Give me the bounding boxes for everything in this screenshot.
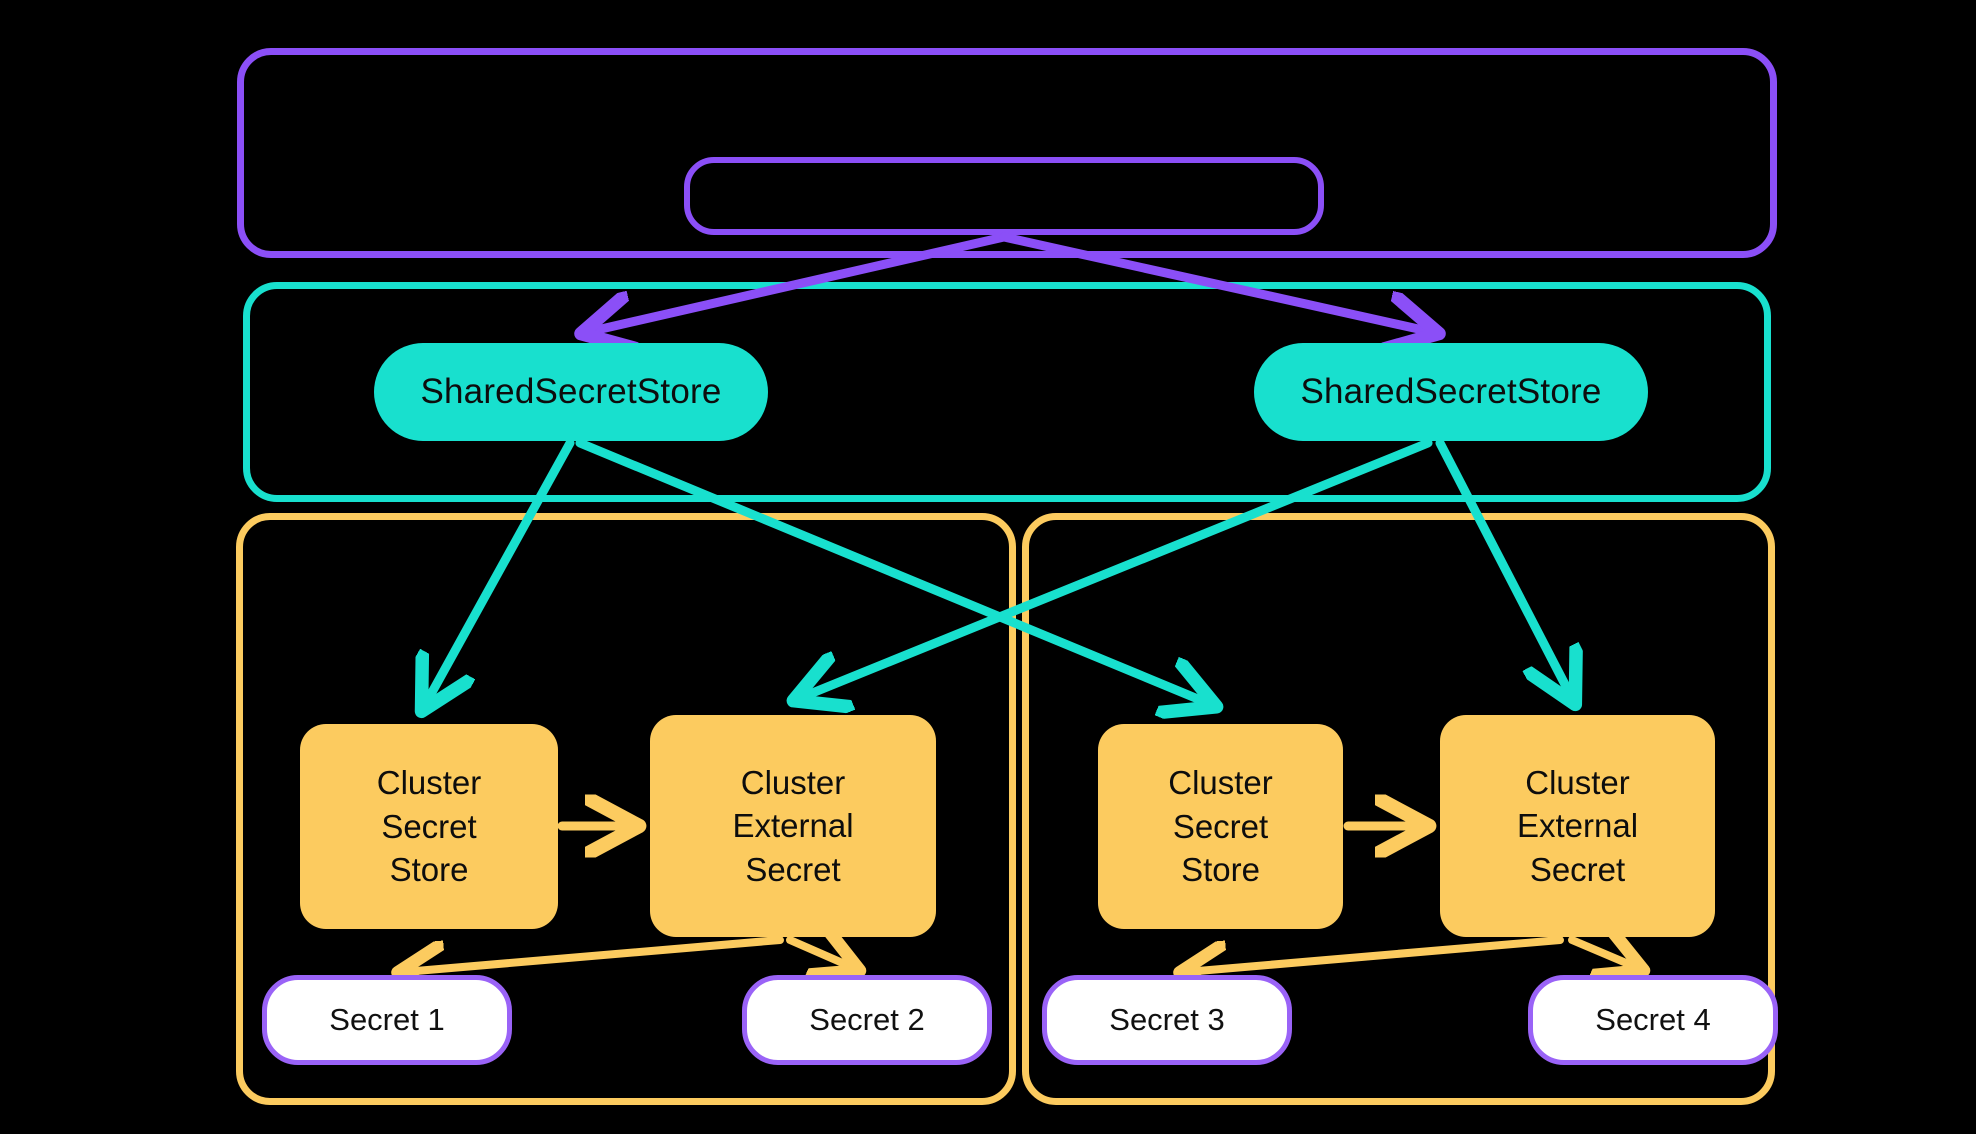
root-capsule-node[interactable]: [684, 157, 1324, 235]
node-secret-2[interactable]: Secret 2: [742, 975, 992, 1065]
node-cluster-external-secret-right[interactable]: Cluster External Secret: [1440, 715, 1715, 937]
node-shared-secret-store-left[interactable]: SharedSecretStore: [374, 343, 768, 441]
node-cluster-secret-store-left[interactable]: Cluster Secret Store: [300, 724, 558, 929]
node-secret-3[interactable]: Secret 3: [1042, 975, 1292, 1065]
node-cluster-external-secret-left[interactable]: Cluster External Secret: [650, 715, 936, 937]
node-secret-1[interactable]: Secret 1: [262, 975, 512, 1065]
node-cluster-secret-store-right[interactable]: Cluster Secret Store: [1098, 724, 1343, 929]
node-shared-secret-store-right[interactable]: SharedSecretStore: [1254, 343, 1648, 441]
node-secret-4[interactable]: Secret 4: [1528, 975, 1778, 1065]
